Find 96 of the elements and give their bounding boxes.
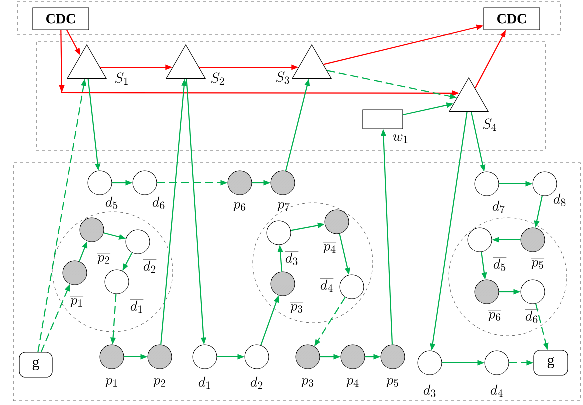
node-label: $\overline{d_1}$ (130, 300, 144, 314)
hatched-circle (270, 170, 296, 196)
arrow (100, 64, 173, 70)
arrow (509, 360, 534, 366)
arrow (492, 237, 521, 243)
label-box: g (534, 350, 568, 376)
dashed-circle (448, 218, 568, 336)
node-label: $p_6$ (233, 202, 246, 212)
arrow (186, 79, 207, 345)
arrow (124, 354, 148, 360)
hatched-circle (228, 170, 252, 196)
arrow (535, 304, 549, 350)
arrow (112, 180, 133, 186)
node-label: $d_2$ (250, 376, 263, 390)
node-label: $p_2$ (153, 378, 166, 388)
node-label: $\overline{p_2}$ (97, 254, 111, 264)
dashed-region (13, 162, 581, 402)
node-label: $\overline{p_1}$ (70, 297, 84, 308)
node-label: $\overline{p_3}$ (290, 303, 304, 314)
hatched-circle (62, 260, 88, 286)
arrow (217, 354, 245, 360)
arrow (285, 79, 310, 172)
node-label: $d_3$ (424, 384, 436, 398)
hatched-circle (520, 228, 546, 252)
arrow (499, 181, 533, 187)
arrow (470, 112, 486, 172)
node-label: $p_3$ (301, 378, 314, 388)
arrow (40, 284, 70, 352)
dashed-circle (252, 202, 374, 324)
arrow (260, 296, 280, 346)
hatched-circle (340, 344, 366, 370)
arrow (79, 241, 88, 262)
arrow (278, 245, 284, 272)
arrow (403, 102, 454, 116)
label-box: CDC (32, 8, 90, 30)
arrow (38, 79, 87, 352)
arrow (157, 180, 228, 186)
node-label: $d_4$ (490, 384, 503, 398)
hatched-circle (380, 344, 406, 370)
node-label: $p_1$ (105, 378, 118, 388)
node-label: $S_1$ (115, 72, 128, 85)
arrow (290, 222, 325, 232)
arrow (199, 64, 299, 70)
arrow (534, 196, 543, 228)
dashed-region (17, 1, 561, 35)
dashed-region (36, 41, 546, 151)
hatched-circle (270, 272, 296, 296)
arrow (252, 180, 271, 186)
arrow (160, 79, 188, 345)
node-label: $\overline{p_4}$ (323, 243, 337, 254)
node-label: $\overline{p_5}$ (531, 259, 545, 270)
node-label: $\overline{d_6}$ (525, 310, 539, 324)
arrow (499, 289, 521, 295)
arrow (339, 234, 350, 276)
arrow (59, 30, 460, 96)
arrow (474, 30, 506, 89)
arrow (314, 297, 346, 347)
hatched-circle (296, 344, 320, 370)
arrow (430, 112, 468, 351)
node-label: $S_2$ (211, 72, 224, 85)
arrow (110, 294, 117, 345)
label-box: CDC (484, 8, 540, 30)
label-box: g (19, 352, 53, 378)
node-label: $\overline{d_4}$ (320, 278, 334, 292)
arrow (324, 24, 484, 66)
node-label: $d_8$ (554, 194, 566, 206)
node-label: $d_1$ (198, 376, 210, 390)
arrow (88, 79, 101, 171)
arrow (104, 232, 126, 240)
arrow (122, 252, 133, 272)
arrow (442, 360, 485, 366)
node-label: $S_3$ (276, 72, 290, 84)
node-label: $p_4$ (346, 378, 359, 388)
arrow (320, 354, 341, 360)
hatched-circle (80, 218, 104, 242)
hatched-circle (100, 344, 124, 370)
node-label: $d_6$ (152, 196, 165, 210)
node-label: $\overline{d_5}$ (493, 258, 507, 272)
arrow (327, 70, 458, 100)
node-label: $d_7$ (492, 200, 505, 214)
hatched-circle (474, 280, 500, 304)
arrow (481, 252, 488, 280)
node-label: $d_5$ (106, 196, 118, 210)
dashed-circle (52, 212, 174, 332)
node-label: $w_1$ (393, 134, 408, 144)
node-label: $S_4$ (483, 118, 497, 131)
node-label: $\overline{d_3}$ (285, 252, 299, 266)
arrow (365, 354, 381, 360)
node-label: $\overline{d_2}$ (143, 260, 157, 274)
node-label: $\overline{p_6}$ (488, 311, 502, 322)
arrow (380, 129, 394, 345)
hatched-circle (324, 210, 350, 234)
hatched-circle (148, 344, 172, 370)
arrow (66, 30, 81, 56)
node-label: $p_5$ (386, 378, 398, 388)
node-label: $p_7$ (277, 202, 290, 212)
